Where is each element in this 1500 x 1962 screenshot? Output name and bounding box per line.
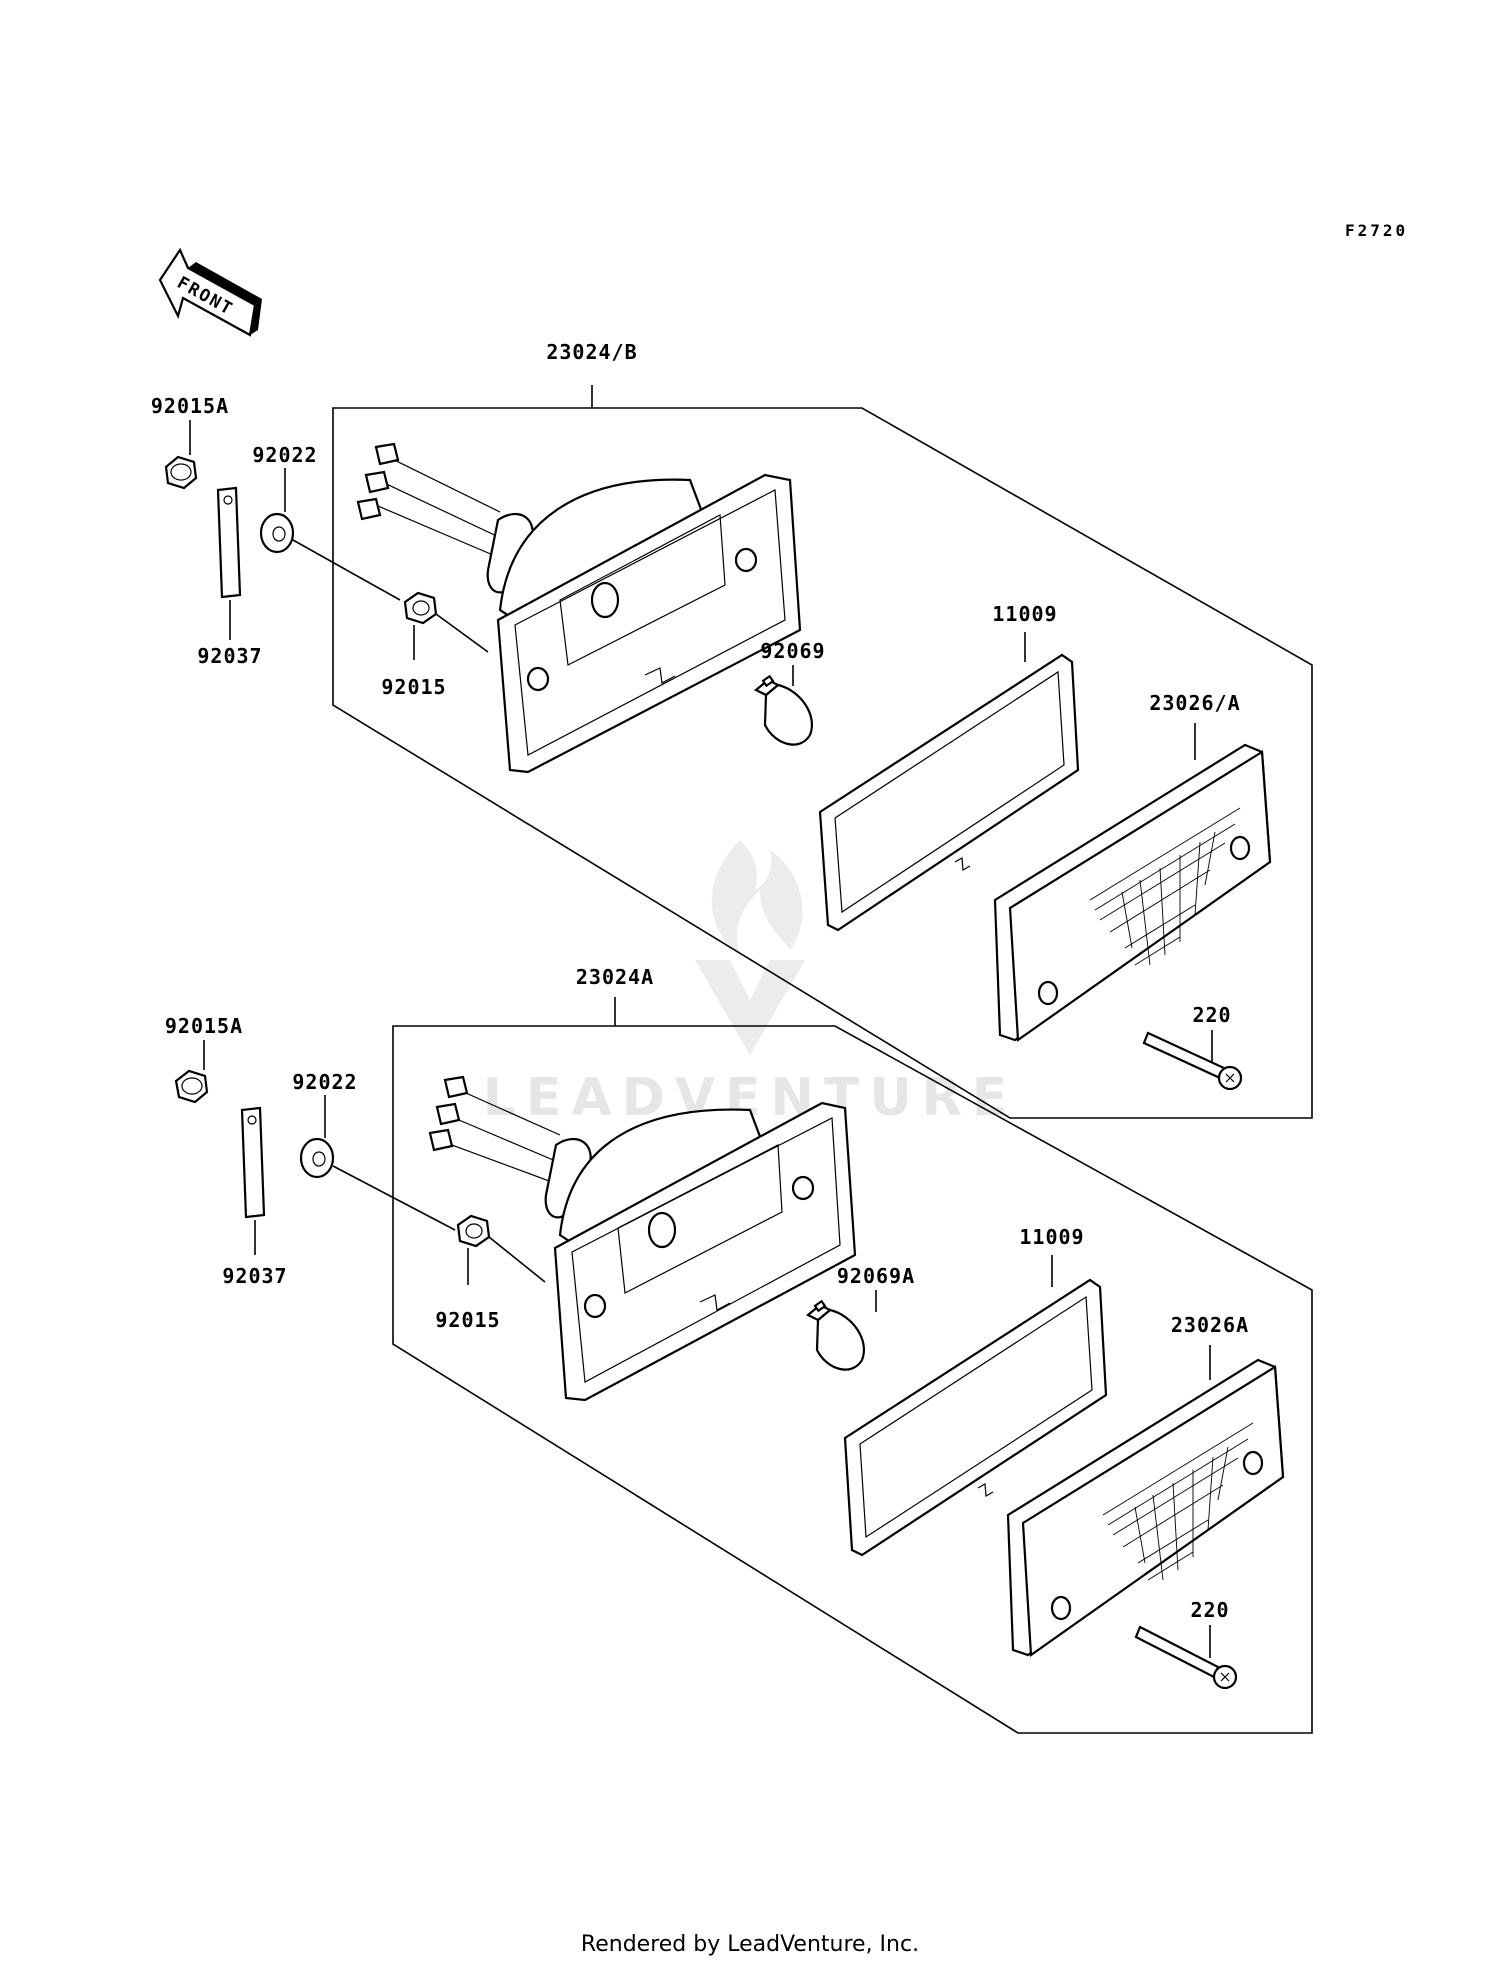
upper-lamp-housing-icon xyxy=(356,442,802,774)
lower-screw-label: 220 xyxy=(1190,1598,1229,1622)
upper-connector-icon xyxy=(216,486,242,599)
lower-connector-label: 92037 xyxy=(222,1264,287,1288)
lower-flange-nut-icon xyxy=(174,1069,209,1104)
lower-nut-icon xyxy=(456,1214,491,1248)
upper-assembly: 23024/B 92015A 92022 92037 92015 xyxy=(151,340,1313,1119)
upper-nut-icon xyxy=(403,591,438,625)
watermark-logo: LEADVENTURE xyxy=(483,840,1007,1128)
lower-bulb-icon xyxy=(806,1299,865,1371)
upper-washer-label: 92022 xyxy=(252,443,317,467)
lower-flange-nut-label: 92015A xyxy=(165,1014,243,1038)
upper-bulb-label: 92069 xyxy=(760,639,825,663)
upper-flange-nut-label: 92015A xyxy=(151,394,229,418)
lower-nut-label: 92015 xyxy=(435,1308,500,1332)
lower-washer-label: 92022 xyxy=(292,1070,357,1094)
upper-flange-nut-icon xyxy=(164,455,198,490)
upper-lens-mesh xyxy=(1089,807,1241,966)
lower-screw-icon xyxy=(1134,1625,1238,1690)
lower-bulb-label: 92069A xyxy=(837,1264,915,1288)
upper-gasket-label: 11009 xyxy=(992,602,1057,626)
lower-lens-icon xyxy=(1006,1358,1285,1658)
diagram-code: F2720 xyxy=(1345,221,1408,240)
upper-gasket-icon xyxy=(818,653,1080,932)
upper-connector-label: 92037 xyxy=(197,644,262,668)
upper-screw-label: 220 xyxy=(1192,1003,1231,1027)
lower-callout-bracket xyxy=(392,997,1313,1734)
lower-assembly: 23024A 92015A 92022 92037 92015 xyxy=(165,965,1313,1734)
lower-lens-label: 23026A xyxy=(1171,1313,1249,1337)
upper-nut-label: 92015 xyxy=(381,675,446,699)
upper-lens-label: 23026/A xyxy=(1149,691,1240,715)
lower-washer-icon xyxy=(299,1137,335,1179)
front-arrow-icon: FRONT xyxy=(158,247,262,337)
upper-callout-bracket xyxy=(332,385,1313,1119)
upper-screw-icon xyxy=(1142,1031,1243,1091)
lower-lens-mesh xyxy=(1102,1422,1254,1581)
upper-assembly-label: 23024/B xyxy=(546,340,637,364)
upper-lens-icon xyxy=(993,743,1272,1043)
upper-washer-icon xyxy=(259,512,295,554)
lower-lamp-housing-icon xyxy=(428,1075,857,1402)
lower-assembly-label: 23024A xyxy=(576,965,654,989)
upper-bulb-icon xyxy=(754,674,813,746)
lower-gasket-label: 11009 xyxy=(1019,1225,1084,1249)
lower-connector-icon xyxy=(240,1106,266,1219)
lower-gasket-icon xyxy=(843,1278,1108,1557)
footer-credit: Rendered by LeadVenture, Inc. xyxy=(581,1932,919,1957)
